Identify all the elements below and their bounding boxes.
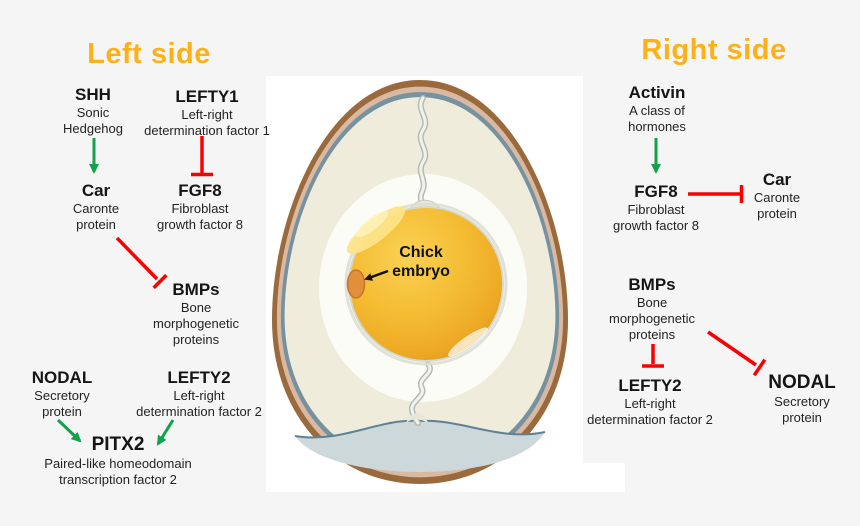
embryo-spot [346,269,366,299]
gene-desc: proteins [628,327,676,342]
gene-name: NODAL [768,372,836,393]
edge-lefty1-fgf8 [191,136,213,177]
node-right-activin: Activin A class of hormones [562,83,752,135]
gene-desc: growth factor 8 [157,217,243,232]
gene-desc: Hedgehog [63,121,123,136]
gene-desc: Secretory [774,394,830,409]
right-side-title: Right side [641,34,787,66]
gene-desc: protein [42,404,82,419]
gene-desc: protein [782,410,822,425]
egg-illustration [272,80,568,484]
left-side-title: Left side [87,38,211,70]
gene-desc: determination factor 2 [587,412,713,427]
gene-desc: Fibroblast [627,202,685,217]
gene-name: NODAL [31,368,93,387]
chick-embryo-label-line1: Chick [399,244,443,261]
node-left-pitx2: PITX2 Paired-like homeodomain transcript… [23,434,213,488]
yolk-highlight [346,206,406,254]
node-right-car: Car Caronte protein [682,170,860,222]
node-right-bmps: BMPs Bone morphogenetic proteins [557,275,747,343]
node-left-fgf8: FGF8 Fibroblast growth factor 8 [105,181,295,233]
gene-name: LEFTY1 [175,87,239,106]
chalaza-top [419,96,427,208]
gene-desc: Left-right [624,396,676,411]
gene-desc: protein [76,217,116,232]
gene-desc: Caronte [753,190,801,205]
node-left-car: Car Caronte protein [1,181,191,233]
gene-desc: proteins [172,332,220,347]
yolk-sheen [448,327,488,357]
node-right-fgf8: FGF8 Fibroblast growth factor 8 [561,182,751,234]
gene-name: PITX2 [91,434,145,455]
gene-desc: Bone [180,300,212,315]
gene-name: Car [762,170,792,189]
gene-name: SHH [75,85,111,104]
node-left-lefty1: LEFTY1 Left-right determination factor 1 [112,87,302,139]
gene-desc: hormones [628,119,686,134]
gene-name: LEFTY2 [167,368,231,387]
chick-embryo-label: Chick embryo [392,243,450,281]
gene-desc: determination factor 1 [144,123,270,138]
chick-embryo-label-line2: embryo [392,263,450,280]
node-left-shh: SHH Sonic Hedgehog [0,85,188,137]
gene-desc: Bone [636,295,668,310]
gene-desc: morphogenetic [609,311,695,326]
gene-name: FGF8 [634,182,678,201]
edge-bmps-lefty2 [642,344,664,368]
gene-name: Car [81,181,111,200]
node-right-nodal: NODAL Secretory protein [707,372,860,426]
node-left-nodal: NODAL Secretory protein [0,368,157,420]
gene-desc: growth factor 8 [613,218,699,233]
gene-name: BMPs [628,275,676,294]
node-right-lefty2: LEFTY2 Left-right determination factor 2 [555,376,745,428]
node-left-bmps: BMPs Bone morphogenetic proteins [101,280,291,348]
egg-image-background-patch [583,463,625,492]
gene-desc: determination factor 2 [136,404,262,419]
gene-desc: Left-right [181,107,233,122]
gene-desc: Fibroblast [171,201,229,216]
gene-name: LEFTY2 [618,376,682,395]
gene-name: Activin [628,83,686,102]
vitelline-membrane [344,202,508,366]
gene-desc: Secretory [34,388,90,403]
gene-name: FGF8 [178,181,222,200]
gene-desc: Sonic [76,105,110,120]
gene-desc: transcription factor 2 [59,472,177,487]
yolk-highlight-bright [355,210,389,238]
gene-desc: Paired-like homeodomain [44,456,192,471]
chalaza-bottom-funnel [406,413,428,423]
gene-desc: protein [757,206,797,221]
gene-name: BMPs [172,280,220,299]
gene-desc: Left-right [173,388,225,403]
air-cell [295,420,545,472]
gene-desc: Caronte [72,201,120,216]
gene-desc: morphogenetic [153,316,239,331]
node-left-lefty2: LEFTY2 Left-right determination factor 2 [104,368,294,420]
gene-desc: A class of [629,103,685,118]
